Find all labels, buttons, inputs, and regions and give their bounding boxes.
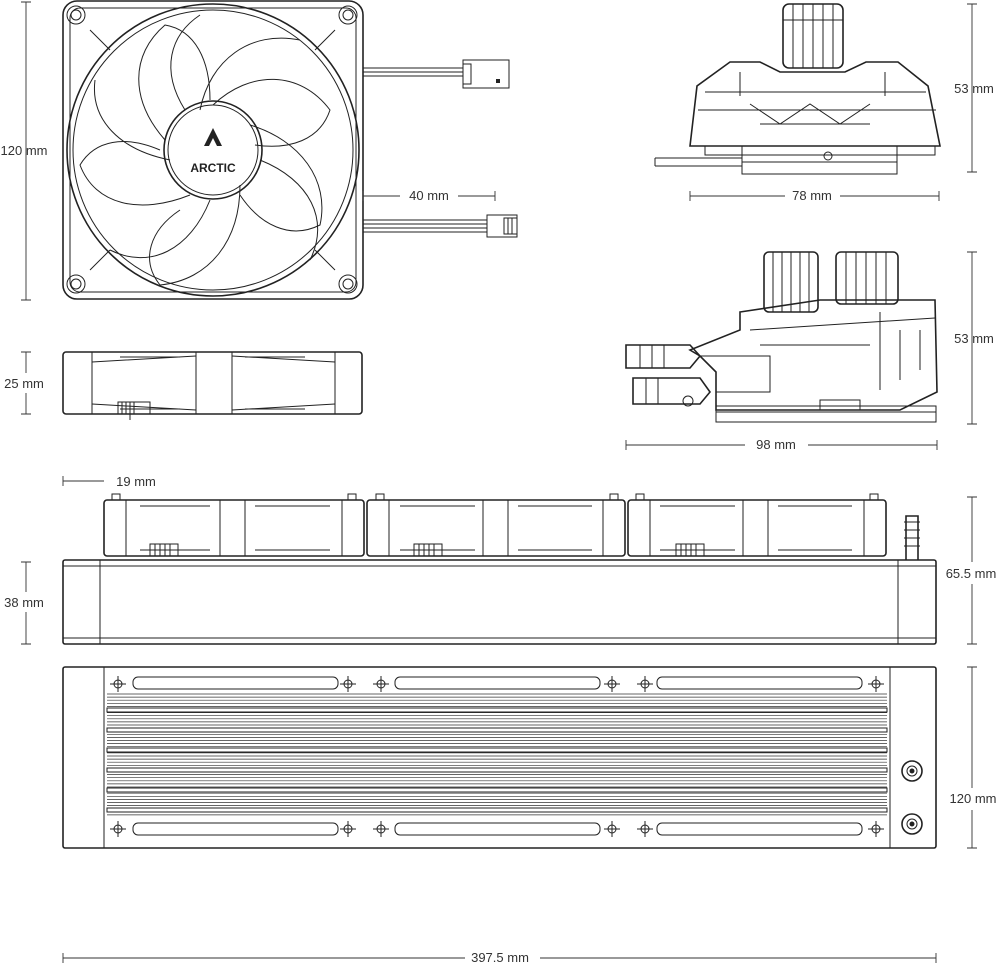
fan-cable-offset-label: 40 mm <box>409 188 449 203</box>
pump-width-side-label: 98 mm <box>756 437 796 452</box>
fan-thickness-label: 25 mm <box>4 376 44 391</box>
fan-side-view <box>62 351 363 420</box>
fan-front-view: ARCTIC <box>62 0 518 300</box>
brand-logo: ARCTIC <box>190 161 236 175</box>
pump-side-view <box>625 251 938 423</box>
coolant-tube <box>106 807 888 813</box>
coolant-tube <box>106 787 888 793</box>
fan-edge-offset-label: 19 mm <box>116 474 156 489</box>
coolant-tube <box>106 747 888 753</box>
radiator-length-label: 397.5 mm <box>471 950 529 963</box>
pump-front-view <box>654 3 941 175</box>
radiator-top-view <box>62 666 937 849</box>
total-thickness-label: 65.5 mm <box>946 566 997 581</box>
coolant-tube <box>106 727 888 733</box>
radiator-thickness-label: 38 mm <box>4 595 44 610</box>
pump-height-side-label: 53 mm <box>954 331 994 346</box>
fan-height-label: 120 mm <box>1 143 48 158</box>
pump-width-front-label: 78 mm <box>792 188 832 203</box>
radiator-fins <box>106 693 888 816</box>
coolant-tube <box>106 767 888 773</box>
pump-height-front-label: 53 mm <box>954 81 994 96</box>
coolant-tube <box>106 707 888 713</box>
dimension-lines <box>21 1 977 963</box>
radiator-height-label: 120 mm <box>950 791 997 806</box>
radiator-side-view <box>62 493 937 645</box>
